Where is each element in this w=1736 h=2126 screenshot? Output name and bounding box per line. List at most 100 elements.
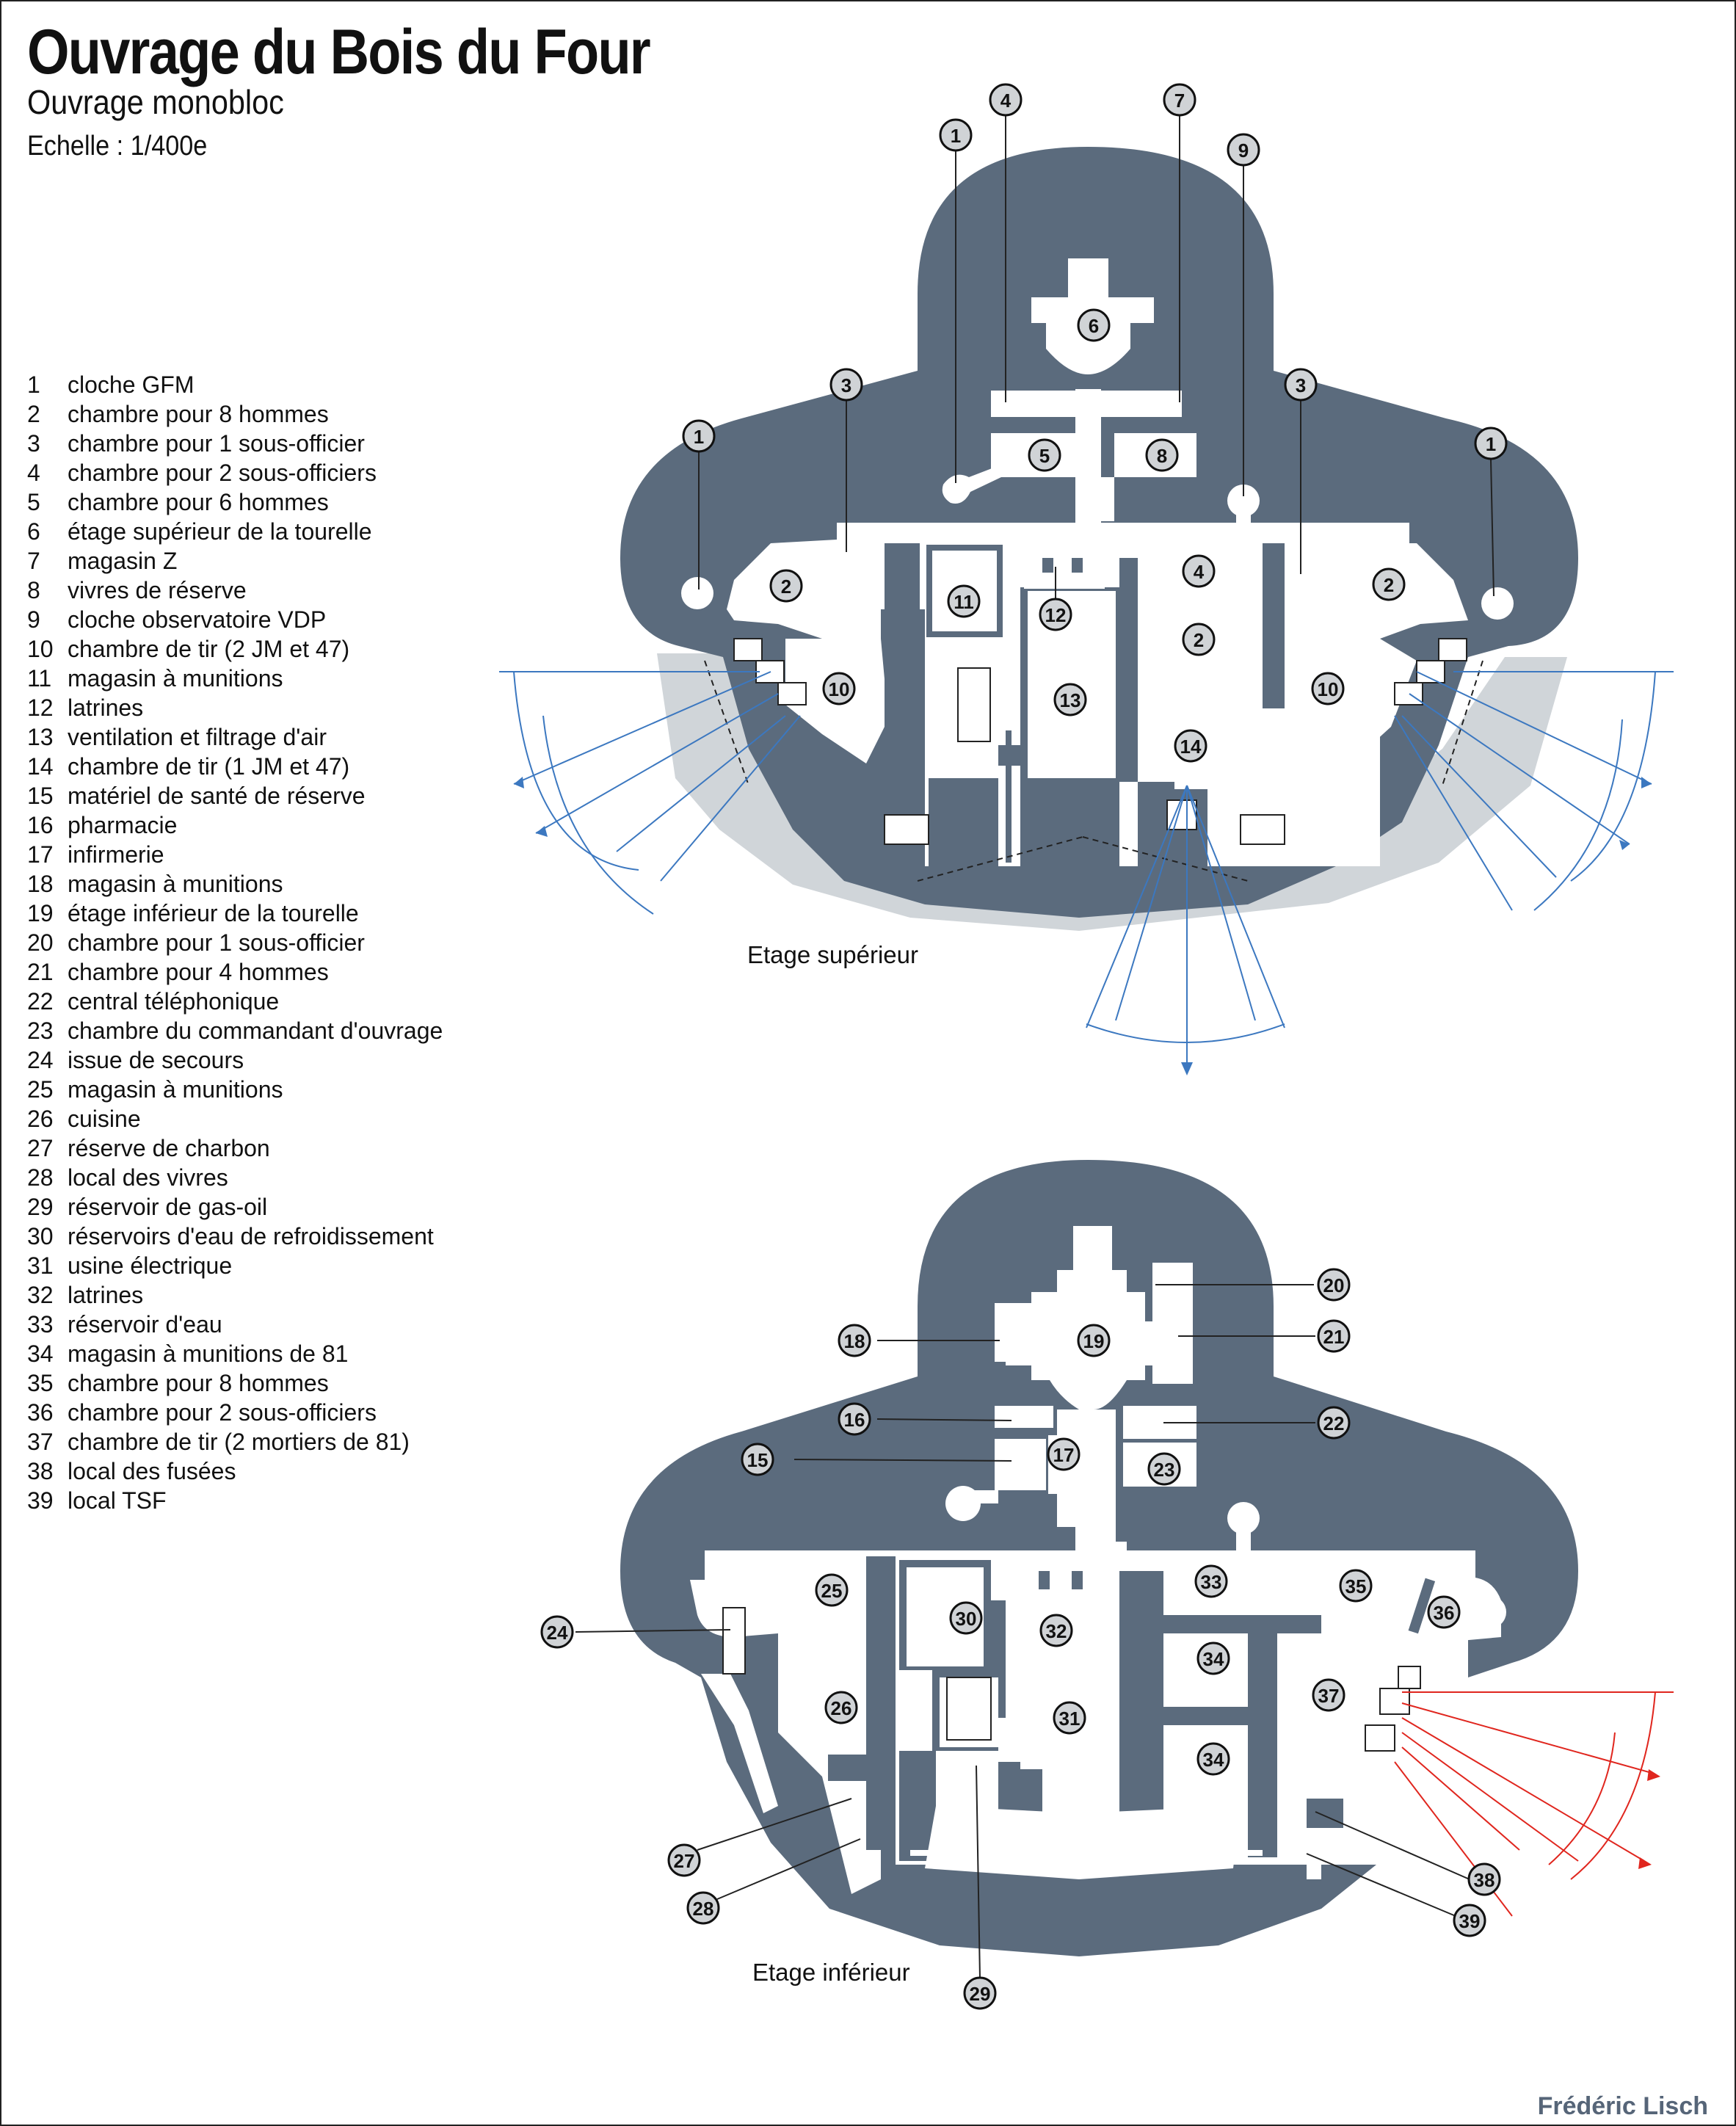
room-badge-label: 30	[956, 1608, 977, 1630]
legend-item-number: 24	[27, 1047, 54, 1073]
legend-item-label: chambre pour 6 hommes	[68, 489, 329, 515]
room-badge-10: 10	[1311, 672, 1345, 705]
legend-item-label: ventilation et filtrage d'air	[68, 724, 327, 750]
legend-item-number: 28	[27, 1164, 54, 1191]
legend-item-number: 9	[27, 606, 40, 633]
legend-item-number: 19	[27, 900, 54, 926]
room-badge-circle	[838, 1324, 871, 1357]
room-badge-label: 6	[1089, 315, 1099, 337]
legend-item-label: chambre de tir (2 JM et 47)	[68, 636, 350, 662]
legend-item-number: 29	[27, 1194, 54, 1220]
legend-item-number: 38	[27, 1458, 54, 1484]
legend-item-label: infirmerie	[68, 841, 164, 868]
room-badge-label: 5	[1039, 445, 1050, 467]
legend-item-number: 20	[27, 929, 54, 956]
page-subtitle: Ouvrage monobloc	[27, 83, 284, 121]
room-badge-19: 19	[1077, 1324, 1111, 1357]
room-badge-label: 18	[844, 1330, 865, 1352]
page-title: Ouvrage du Bois du Four	[27, 17, 651, 87]
room-badge-label: 24	[547, 1622, 568, 1644]
legend-item-label: chambre de tir (1 JM et 47)	[68, 753, 350, 780]
room-badge-circle	[1339, 1569, 1373, 1603]
legend-item-label: vivres de réserve	[68, 577, 247, 603]
room-badge-label: 4	[1194, 561, 1205, 583]
room-badge-label: 17	[1053, 1444, 1075, 1466]
legend-item-number: 39	[27, 1487, 54, 1514]
room-badge-2: 2	[1182, 623, 1216, 656]
legend-item-label: chambre pour 4 hommes	[68, 959, 329, 985]
room-badge-18: 18	[838, 1324, 871, 1357]
room-badge-label: 2	[781, 576, 791, 598]
legend-item-label: chambre pour 1 sous-officier	[68, 929, 365, 956]
legend-item: 20 chambre pour 1 sous-officier	[27, 928, 443, 957]
room-badge-3: 3	[829, 368, 863, 402]
room-badge-39: 39	[1453, 1904, 1486, 1937]
room-badge-label: 7	[1174, 90, 1185, 112]
legend-item-number: 21	[27, 959, 54, 985]
room-badge-circle	[1194, 1564, 1228, 1598]
scale-label: Echelle : 1/400e	[27, 131, 208, 162]
room-badge-2: 2	[769, 569, 803, 603]
legend-item-number: 13	[27, 724, 54, 750]
room-badge-4: 4	[989, 83, 1023, 117]
room-badge-38: 38	[1467, 1862, 1501, 1896]
legend-item-label: local TSF	[68, 1487, 167, 1514]
room-badge-11: 11	[947, 584, 981, 618]
legend-item-label: central téléphonique	[68, 988, 280, 1015]
room-badge-label: 1	[694, 426, 704, 448]
room-badge-circle	[939, 118, 973, 152]
room-badge-20: 20	[1317, 1268, 1351, 1302]
room-badge-label: 2	[1194, 629, 1204, 651]
room-badge-circle	[667, 1843, 701, 1877]
legend-item-label: cloche observatoire VDP	[68, 606, 327, 633]
room-badge-label: 32	[1046, 1620, 1067, 1642]
legend-item-number: 26	[27, 1106, 54, 1132]
room-badge-30: 30	[949, 1601, 983, 1635]
room-badge-label: 27	[674, 1850, 695, 1872]
legend-item-label: cuisine	[68, 1106, 141, 1132]
room-badge-circle	[741, 1443, 774, 1476]
room-badge-circle	[815, 1573, 849, 1607]
legend-item-number: 31	[27, 1252, 54, 1279]
room-badge-circle	[1077, 308, 1111, 342]
room-badge-label: 34	[1203, 1749, 1224, 1771]
room-badge-21: 21	[1317, 1319, 1351, 1353]
room-badge-circle	[1227, 133, 1260, 167]
room-badge-circle	[1039, 598, 1072, 631]
upper-floor-plan: Etage supérieur 147963311582421112132101…	[499, 83, 1674, 1075]
legend-item-number: 35	[27, 1370, 54, 1396]
room-badge-circle	[1196, 1641, 1230, 1675]
legend-item-label: chambre pour 8 hommes	[68, 1370, 329, 1396]
room-badge-circle	[1317, 1268, 1351, 1302]
legend-item-label: latrines	[68, 694, 144, 721]
room-badge-25: 25	[815, 1573, 849, 1607]
room-badge-label: 11	[954, 591, 974, 613]
room-badge-circle	[686, 1891, 720, 1925]
legend-item-label: réservoirs d'eau de refroidissement	[68, 1223, 434, 1249]
room-badge-1: 1	[939, 118, 973, 152]
legend-item-label: étage inférieur de la tourelle	[68, 900, 359, 926]
room-badge-circle	[1317, 1319, 1351, 1353]
upper-embrasure-steps	[733, 638, 1467, 845]
legend-item-label: chambre pour 2 sous-officiers	[68, 1399, 377, 1426]
room-badge-label: 9	[1238, 139, 1249, 162]
legend-item-label: pharmacie	[68, 812, 178, 838]
room-badge-24: 24	[540, 1615, 574, 1649]
legend-item: 26 cuisine	[27, 1104, 443, 1133]
room-badge-circle	[1467, 1862, 1501, 1896]
room-badge-circle	[824, 1691, 858, 1724]
